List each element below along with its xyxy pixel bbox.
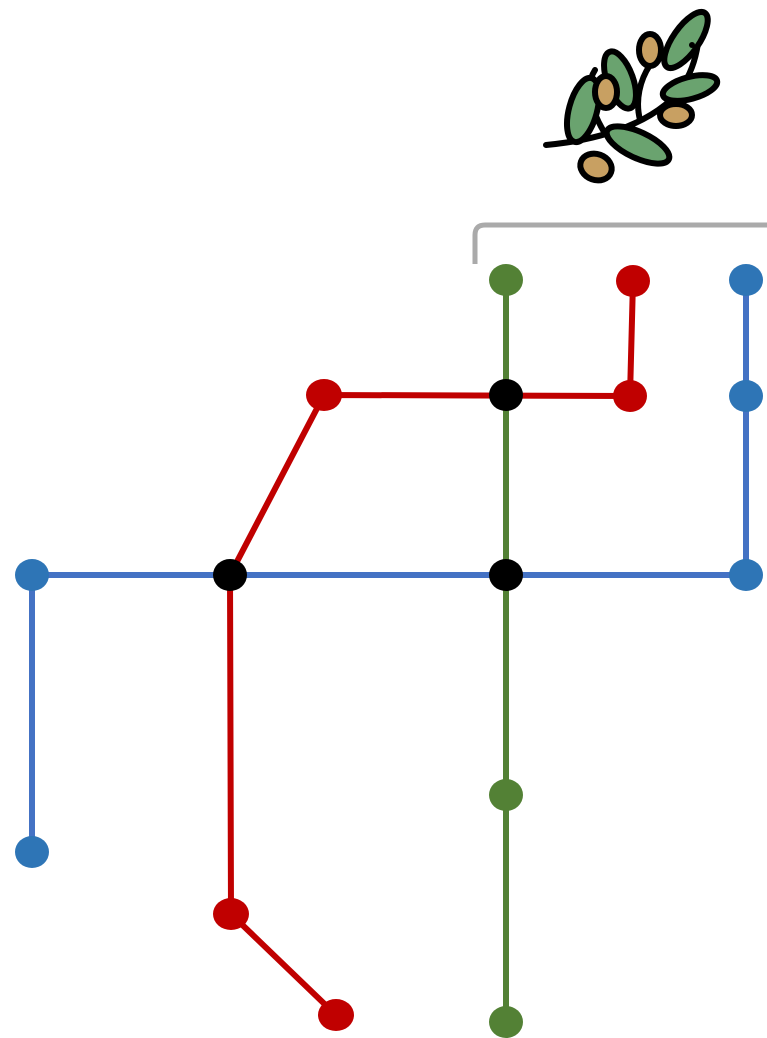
blue-line — [29, 280, 749, 852]
green-station[interactable] — [489, 1006, 523, 1038]
red-station[interactable] — [306, 379, 342, 411]
terminal-bracket — [472, 222, 767, 264]
olive-branch-icon — [543, 8, 721, 184]
blue-station[interactable] — [15, 559, 49, 591]
red-station[interactable] — [213, 898, 249, 930]
blue-station[interactable] — [729, 264, 763, 296]
blue-station[interactable] — [15, 836, 49, 868]
interchange-station[interactable] — [489, 559, 523, 591]
green-station[interactable] — [489, 779, 523, 811]
red-line — [227, 280, 636, 1018]
red-station[interactable] — [613, 380, 647, 412]
blue-station[interactable] — [729, 559, 763, 591]
interchange-station[interactable] — [489, 379, 523, 411]
blue-station[interactable] — [729, 380, 763, 412]
red-station[interactable] — [616, 265, 650, 297]
green-station[interactable] — [489, 264, 523, 296]
red-station[interactable] — [318, 999, 354, 1031]
interchange-station[interactable] — [213, 559, 247, 591]
